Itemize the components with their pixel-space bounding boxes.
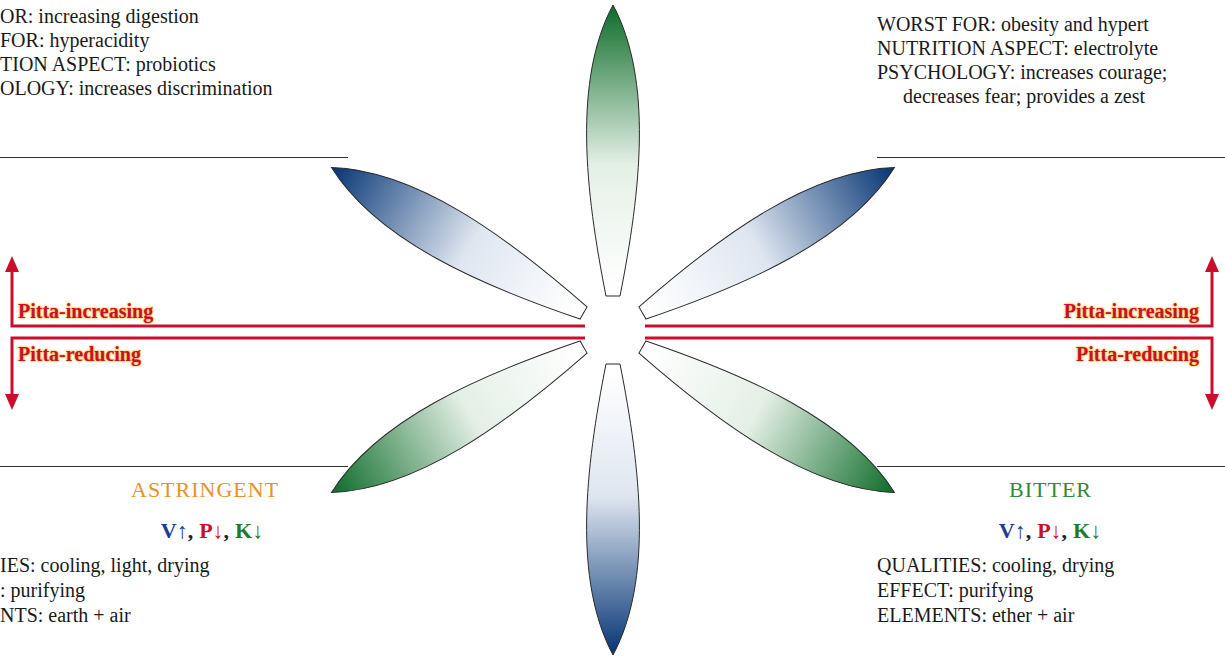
dosha-effect: P↓ [199, 518, 223, 544]
pitta-label: Pitta-increasing [1064, 299, 1199, 323]
petal [629, 324, 907, 515]
property-line: OR: increasing digestion [0, 4, 199, 28]
arrowhead [1205, 256, 1219, 272]
property-line: IES: cooling, light, drying [0, 553, 209, 577]
petal [587, 364, 640, 655]
property-line: NTS: earth + air [0, 603, 131, 627]
pitta-label: Pitta-increasing [18, 299, 153, 323]
property-line: QUALITIES: cooling, drying [877, 553, 1114, 577]
dosha-effects: V↑,P↓,K↓ [999, 518, 1101, 544]
pitta-label: Pitta-reducing [18, 342, 141, 366]
taste-name: BITTER [1009, 478, 1092, 502]
dosha-effects: V↑,P↓,K↓ [161, 518, 263, 544]
petal [318, 324, 596, 515]
rule [0, 157, 348, 158]
property-line: FOR: hyperacidity [0, 28, 149, 52]
pitta-label: Pitta-reducing [1076, 342, 1199, 366]
property-line: : purifying [0, 578, 85, 602]
dosha-effect: P↓ [1037, 518, 1061, 544]
petal [587, 5, 640, 296]
dosha-effect: K↓ [1073, 518, 1101, 544]
petal [629, 145, 907, 336]
property-line: WORST FOR: obesity and hypert [877, 12, 1149, 36]
arrowhead [1205, 394, 1219, 410]
separator: , [1062, 518, 1068, 544]
petal [318, 145, 596, 336]
property-line: NUTRITION ASPECT: electrolyte [877, 36, 1158, 60]
property-line: PSYCHOLOGY: increases courage; [877, 60, 1167, 84]
rule [877, 157, 1225, 158]
dosha-effect: K↓ [235, 518, 263, 544]
dosha-effect: V↑ [999, 518, 1026, 544]
dosha-effect: V↑ [161, 518, 188, 544]
separator: , [1026, 518, 1032, 544]
property-line: OLOGY: increases discrimination [0, 76, 273, 100]
property-line: ELEMENTS: ether + air [877, 603, 1074, 627]
property-line: EFFECT: purifying [877, 578, 1033, 602]
arrowhead [5, 394, 19, 410]
separator: , [224, 518, 230, 544]
arrowhead [5, 256, 19, 272]
property-line: decreases fear; provides a zest [903, 84, 1145, 108]
property-line: TION ASPECT: probiotics [0, 52, 216, 76]
separator: , [188, 518, 194, 544]
flower [318, 5, 907, 655]
rule [0, 466, 348, 467]
taste-name: ASTRINGENT [131, 478, 279, 502]
rule [877, 466, 1225, 467]
